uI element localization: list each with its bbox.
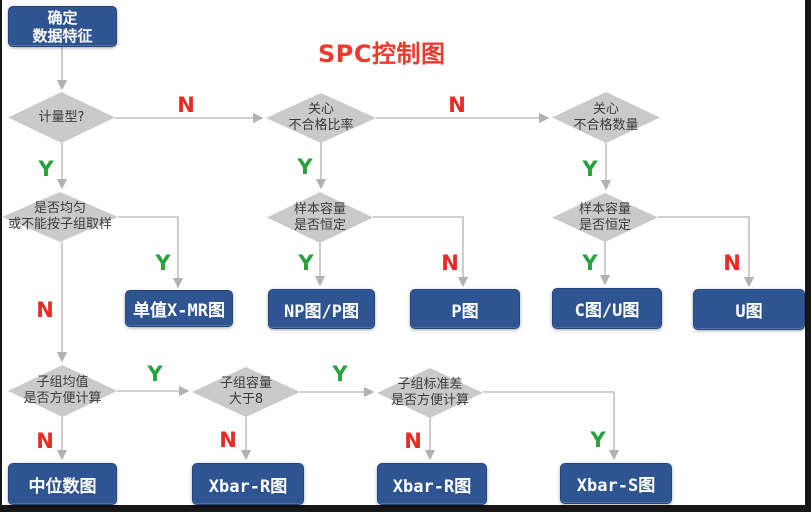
decision-sample-size-constant-2-label: 样本容量 是否恒定 (579, 202, 631, 234)
result-label: 中位数图 (28, 476, 97, 497)
decision-uniform-label: 是否均匀 或不能按子组取样 (8, 201, 112, 233)
decision-uniform-or-no-subgroup: 是否均匀 或不能按子组取样 (2, 192, 118, 242)
result-label: 单值X-MR图 (133, 301, 225, 321)
edge-label-metric-yes: Y (38, 157, 54, 181)
result-x-mr-chart: 单值X-MR图 (125, 290, 233, 327)
decision-line: 不合格数量 (573, 117, 639, 133)
result-c-u-chart: C图/U图 (552, 288, 662, 329)
connector-uniform-xmr (118, 216, 184, 289)
connector-substd-xbars (483, 391, 620, 461)
connector-sample2-u (658, 216, 755, 288)
edge-label-ratio-yes: Y (297, 155, 313, 179)
decision-line: 样本容量 (578, 201, 632, 217)
edge-label-submean-yes: Y (147, 362, 163, 386)
edge-label-sample2-yes: Y (582, 251, 598, 275)
decision-line: 是否均匀 (33, 201, 87, 216)
decision-sample-size-constant-1: 样本容量 是否恒定 (267, 192, 373, 243)
edge-label-submean-no: N (36, 429, 54, 453)
edge-label-sample1-yes: Y (298, 251, 314, 275)
decision-line: 计量型? (38, 109, 85, 125)
decision-subgroup-mean-easy-label: 子组均值 是否方便计算 (23, 375, 101, 407)
decision-line: 子组均值 (36, 375, 89, 390)
result-label: Xbar-R图 (392, 476, 472, 497)
decision-subgroup-size-gt8: 子组容量 大于8 (192, 367, 300, 417)
result-xbar-r-chart-1: Xbar-R图 (192, 463, 304, 505)
start-node-label: 确定 数据特征 (32, 9, 92, 45)
decision-nonconforming-count-label: 关心 不合格数量 (573, 102, 638, 134)
decision-line: 关心 (592, 101, 620, 117)
decision-subgroup-stddev-easy-label: 子组标准差 是否方便计算 (391, 377, 469, 409)
decision-subgroup-stddev-easy: 子组标准差 是否方便计算 (377, 368, 483, 418)
decision-nonconforming-count: 关心 不合格数量 (552, 92, 660, 143)
decision-line: 或不能按子组取样 (7, 217, 113, 232)
decision-line: 是否恒定 (578, 217, 632, 233)
result-label: NP图/P图 (284, 301, 359, 322)
edge-label-subsize-yes: Y (332, 362, 348, 386)
decision-variable-type: 计量型? (8, 92, 115, 143)
edge-label-metric-no: N (177, 93, 195, 117)
decision-line: 子组标准差 (397, 377, 463, 392)
result-xbar-s-chart: Xbar-S图 (560, 463, 672, 504)
start-node-line2: 数据特征 (32, 26, 93, 45)
page-title: SPC控制图 (318, 40, 446, 68)
edge-label-sample1-no: N (441, 251, 459, 275)
result-label: C图/U图 (574, 301, 640, 321)
edge-label-substd-yes: Y (590, 428, 606, 452)
edge-label-uniform-yes: Y (155, 251, 171, 275)
decision-line: 大于8 (228, 392, 264, 407)
decision-sample-size-constant-1-label: 样本容量 是否恒定 (294, 202, 346, 234)
decision-nonconforming-ratio: 关心 不合格比率 (266, 93, 376, 143)
result-median-chart: 中位数图 (8, 463, 117, 505)
decision-line: 子组容量 (219, 376, 273, 391)
result-label: Xbar-S图 (576, 476, 656, 496)
screen-edge-right (805, 0, 811, 512)
result-np-p-chart: NP图/P图 (268, 289, 375, 329)
connector-sample1-p (373, 216, 469, 288)
edge-label-sample2-no: N (723, 251, 741, 275)
decision-nonconforming-ratio-label: 关心 不合格比率 (288, 102, 353, 134)
decision-line: 是否方便计算 (390, 393, 470, 408)
result-p-chart: P图 (410, 289, 520, 329)
decision-sample-size-constant-2: 样本容量 是否恒定 (552, 193, 658, 242)
result-label: U图 (735, 302, 763, 322)
edge-label-subsize-no: N (219, 428, 237, 452)
edge-label-ratio-no: N (448, 93, 466, 117)
result-u-chart: U图 (693, 289, 805, 330)
decision-line: 样本容量 (293, 201, 347, 217)
screen-edge-bottom (0, 505, 811, 512)
start-node-determine-data-characteristics: 确定 数据特征 (8, 6, 117, 47)
screen-edge-left (0, 0, 2, 512)
decision-variable-type-label: 计量型? (39, 110, 85, 126)
edge-label-substd-no: N (404, 429, 422, 453)
result-label: P图 (451, 301, 479, 322)
decision-subgroup-mean-easy: 子组均值 是否方便计算 (8, 365, 117, 417)
result-label: Xbar-R图 (208, 476, 288, 497)
edge-label-count-yes: Y (582, 157, 598, 181)
result-xbar-r-chart-2: Xbar-R图 (377, 463, 487, 505)
edge-label-uniform-no: N (36, 298, 54, 322)
decision-line: 关心 (307, 102, 335, 117)
decision-subgroup-size-gt8-label: 子组容量 大于8 (220, 376, 272, 408)
decision-line: 是否恒定 (293, 217, 347, 233)
decision-line: 是否方便计算 (23, 391, 102, 406)
start-node-line1: 确定 (47, 8, 78, 27)
decision-line: 不合格比率 (288, 118, 354, 133)
